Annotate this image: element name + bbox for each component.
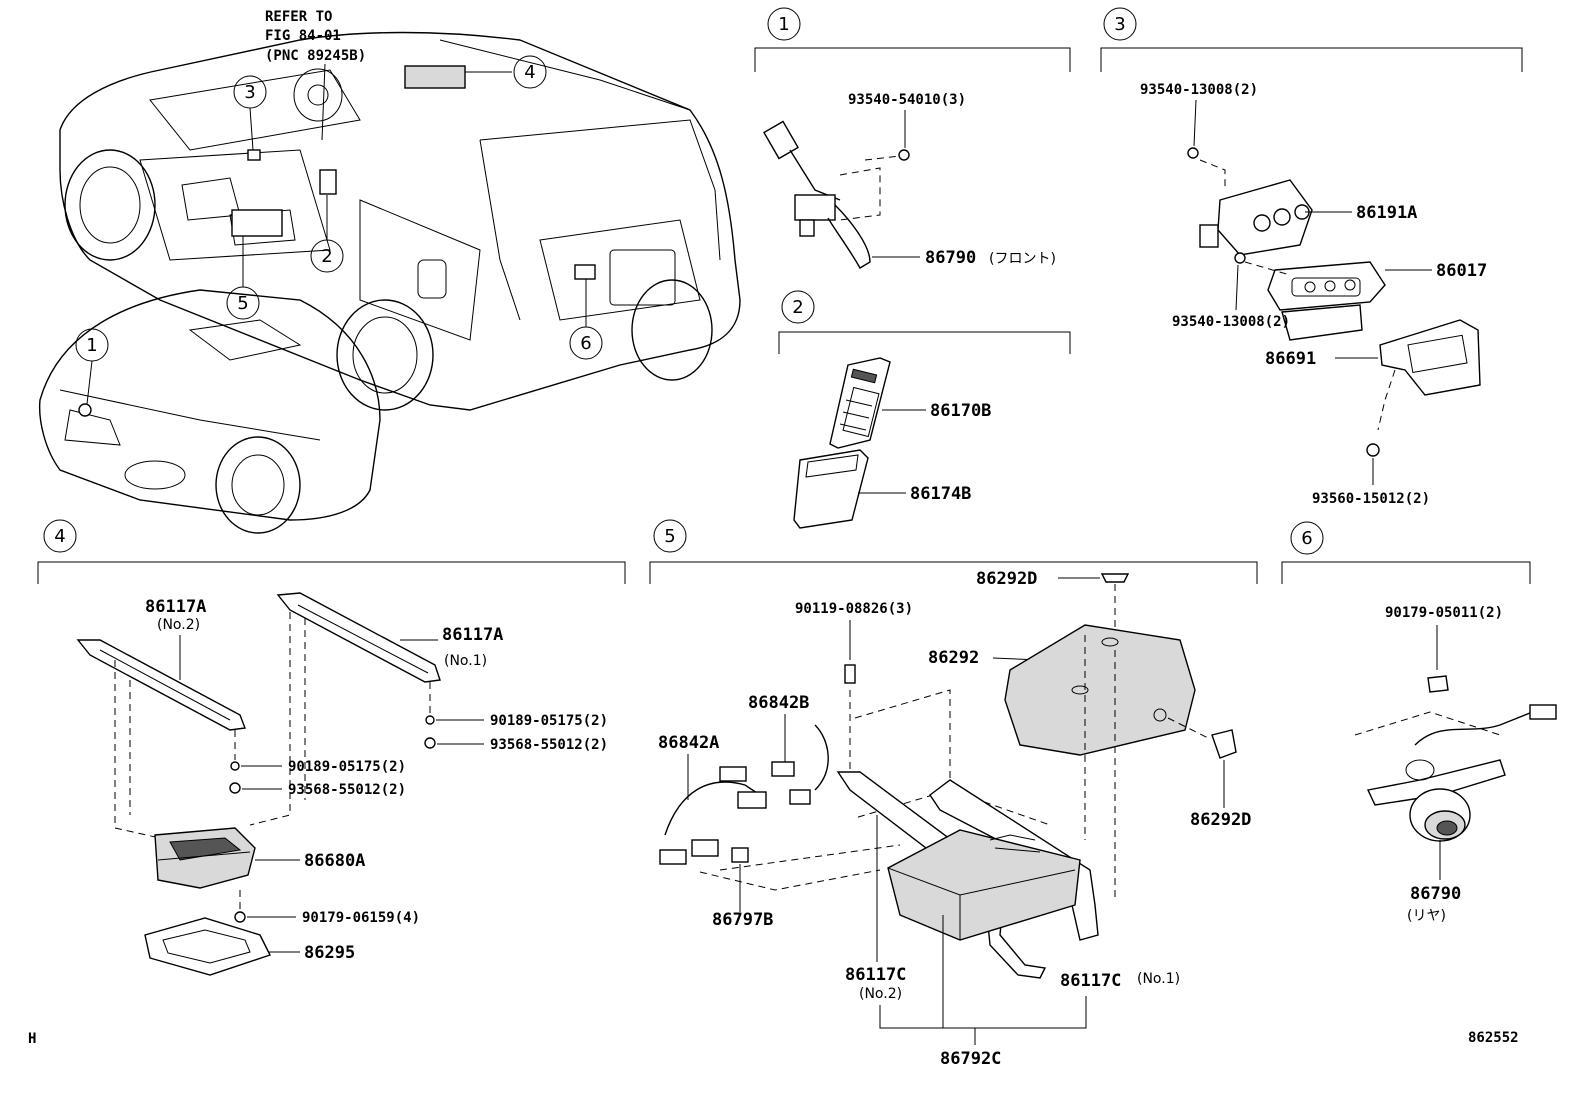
callout-5: 5 — [237, 293, 248, 314]
section-3-number: 3 — [1114, 14, 1125, 35]
assembly-label: 86792C — [940, 1049, 1001, 1069]
front-sensor-label: 86790 — [925, 248, 976, 268]
section-4-number: 4 — [54, 526, 65, 547]
refer-line-1: REFER TO — [265, 9, 332, 25]
overview-callouts: 4 3 2 5 6 1 — [75, 55, 603, 405]
bracket-no1-note: (No.1) — [1137, 971, 1180, 987]
wire-a-label: 86842A — [658, 733, 719, 753]
left-bolt-label: 93568-55012(2) — [288, 782, 406, 798]
callout-6: 6 — [580, 333, 591, 354]
bracket-no2-note: (No.2) — [157, 617, 200, 633]
callout-3: 3 — [244, 82, 255, 103]
right-bolt-label: 93568-55012(2) — [490, 737, 608, 753]
front-sensor-note: (フロント) — [989, 251, 1056, 267]
section-6-number: 6 — [1301, 528, 1312, 549]
bracket-no1-label: 86117C — [1060, 971, 1121, 991]
bracket-no2-label: 86117A — [145, 597, 206, 617]
remote-label: 86170B — [930, 401, 991, 421]
callout-1: 1 — [86, 335, 97, 356]
holder-label: 86174B — [910, 484, 971, 504]
cover-label: 86017 — [1436, 261, 1487, 281]
remote-buttons — [839, 386, 880, 438]
footer-left-code: H — [28, 1031, 36, 1047]
display-label: 86680A — [304, 851, 365, 871]
section-5-number: 5 — [664, 526, 675, 547]
nut-label: 90179-05011(2) — [1385, 605, 1503, 621]
bottom-nut-label: 90179-06159(4) — [302, 910, 420, 926]
top-screw-label: 93540-13008(2) — [1140, 82, 1258, 98]
bracket-no2-label: 86117C — [845, 965, 906, 985]
refer-note: REFER TO FIG 84-01 (PNC 89245B) — [265, 9, 366, 141]
callout-4: 4 — [524, 62, 535, 83]
right-clip-label: 86292D — [1190, 810, 1251, 830]
bolt-label: 90119-08826(3) — [795, 601, 913, 617]
section-3: 3 93540-13008(2) 86191A 86017 93540-1300… — [1100, 7, 1523, 507]
section-5: 5 86292D 90119-08826(3) 86292 86292D 868… — [649, 519, 1258, 1069]
bracket-no1-note: (No.1) — [444, 653, 487, 669]
vehicle-illustration — [38, 31, 741, 534]
left-nut-label: 90189-05175(2) — [288, 759, 406, 775]
rear-camera-label: 86790 — [1410, 884, 1461, 904]
refer-line-3: (PNC 89245B) — [265, 48, 366, 64]
top-clip-label: 86292D — [976, 569, 1037, 589]
section-6: 6 90179-05011(2) 86790 (リヤ) — [1281, 521, 1557, 924]
bracket-label: 86691 — [1265, 349, 1316, 369]
section-2: 2 86170B 86174B — [778, 290, 1071, 529]
footer-figure-number: 862552 — [1468, 1030, 1519, 1046]
callout-2: 2 — [321, 246, 332, 267]
rear-camera-note: (リヤ) — [1407, 908, 1446, 924]
connector-label: 86797B — [712, 910, 773, 930]
mid-screw-label: 93540-13008(2) — [1172, 314, 1290, 330]
bolt-label: 93540-54010(3) — [848, 92, 966, 108]
bezel-label: 86295 — [304, 943, 355, 963]
section-4: 4 86117A (No.2) 86117A (No.1) 90189-0517… — [37, 519, 626, 976]
bracket-no1-label: 86117A — [442, 625, 503, 645]
section-1: 1 93540-54010(3) 86790 (フロント) — [754, 7, 1071, 269]
jack-label: 86191A — [1356, 203, 1417, 223]
bottom-screw-label: 93560-15012(2) — [1312, 491, 1430, 507]
refer-line-2: FIG 84-01 — [265, 28, 341, 44]
section-2-number: 2 — [792, 297, 803, 318]
section-1-number: 1 — [778, 14, 789, 35]
wire-b-label: 86842B — [748, 693, 809, 713]
cover-label: 86292 — [928, 648, 979, 668]
right-nut-label: 90189-05175(2) — [490, 713, 608, 729]
bracket-no2-note: (No.2) — [859, 986, 902, 1002]
